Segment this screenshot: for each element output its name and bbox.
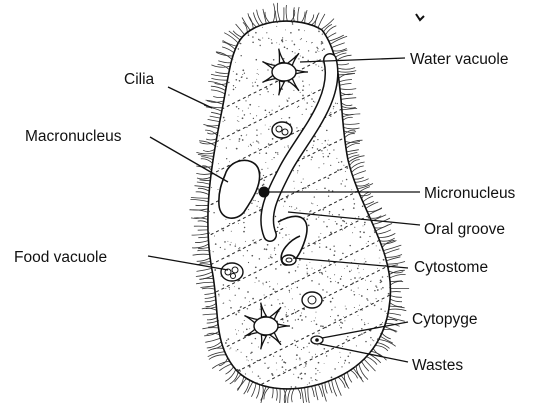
label-macronucleus: Macronucleus — [25, 128, 122, 145]
micronucleus-shape — [259, 187, 270, 198]
label-cytopyge: Cytopyge — [412, 311, 477, 328]
water-vacuole-bottom — [244, 303, 290, 350]
label-water-vacuole: Water vacuole — [410, 51, 509, 68]
speck-mark — [416, 14, 424, 20]
label-cytostome: Cytostome — [414, 259, 488, 276]
cytopyge-shape — [311, 336, 323, 344]
label-micronucleus: Micronucleus — [424, 185, 516, 202]
label-oral-groove: Oral groove — [424, 221, 505, 238]
label-cilia: Cilia — [124, 71, 155, 88]
cytostome-shape — [282, 255, 296, 265]
label-food-vacuole: Food vacuole — [14, 249, 107, 266]
leader-lines — [148, 58, 420, 362]
water-vacuole-top — [262, 49, 308, 96]
macronucleus-shape — [219, 160, 260, 218]
oral-groove-shape — [267, 60, 331, 265]
label-wastes: Wastes — [412, 357, 463, 374]
